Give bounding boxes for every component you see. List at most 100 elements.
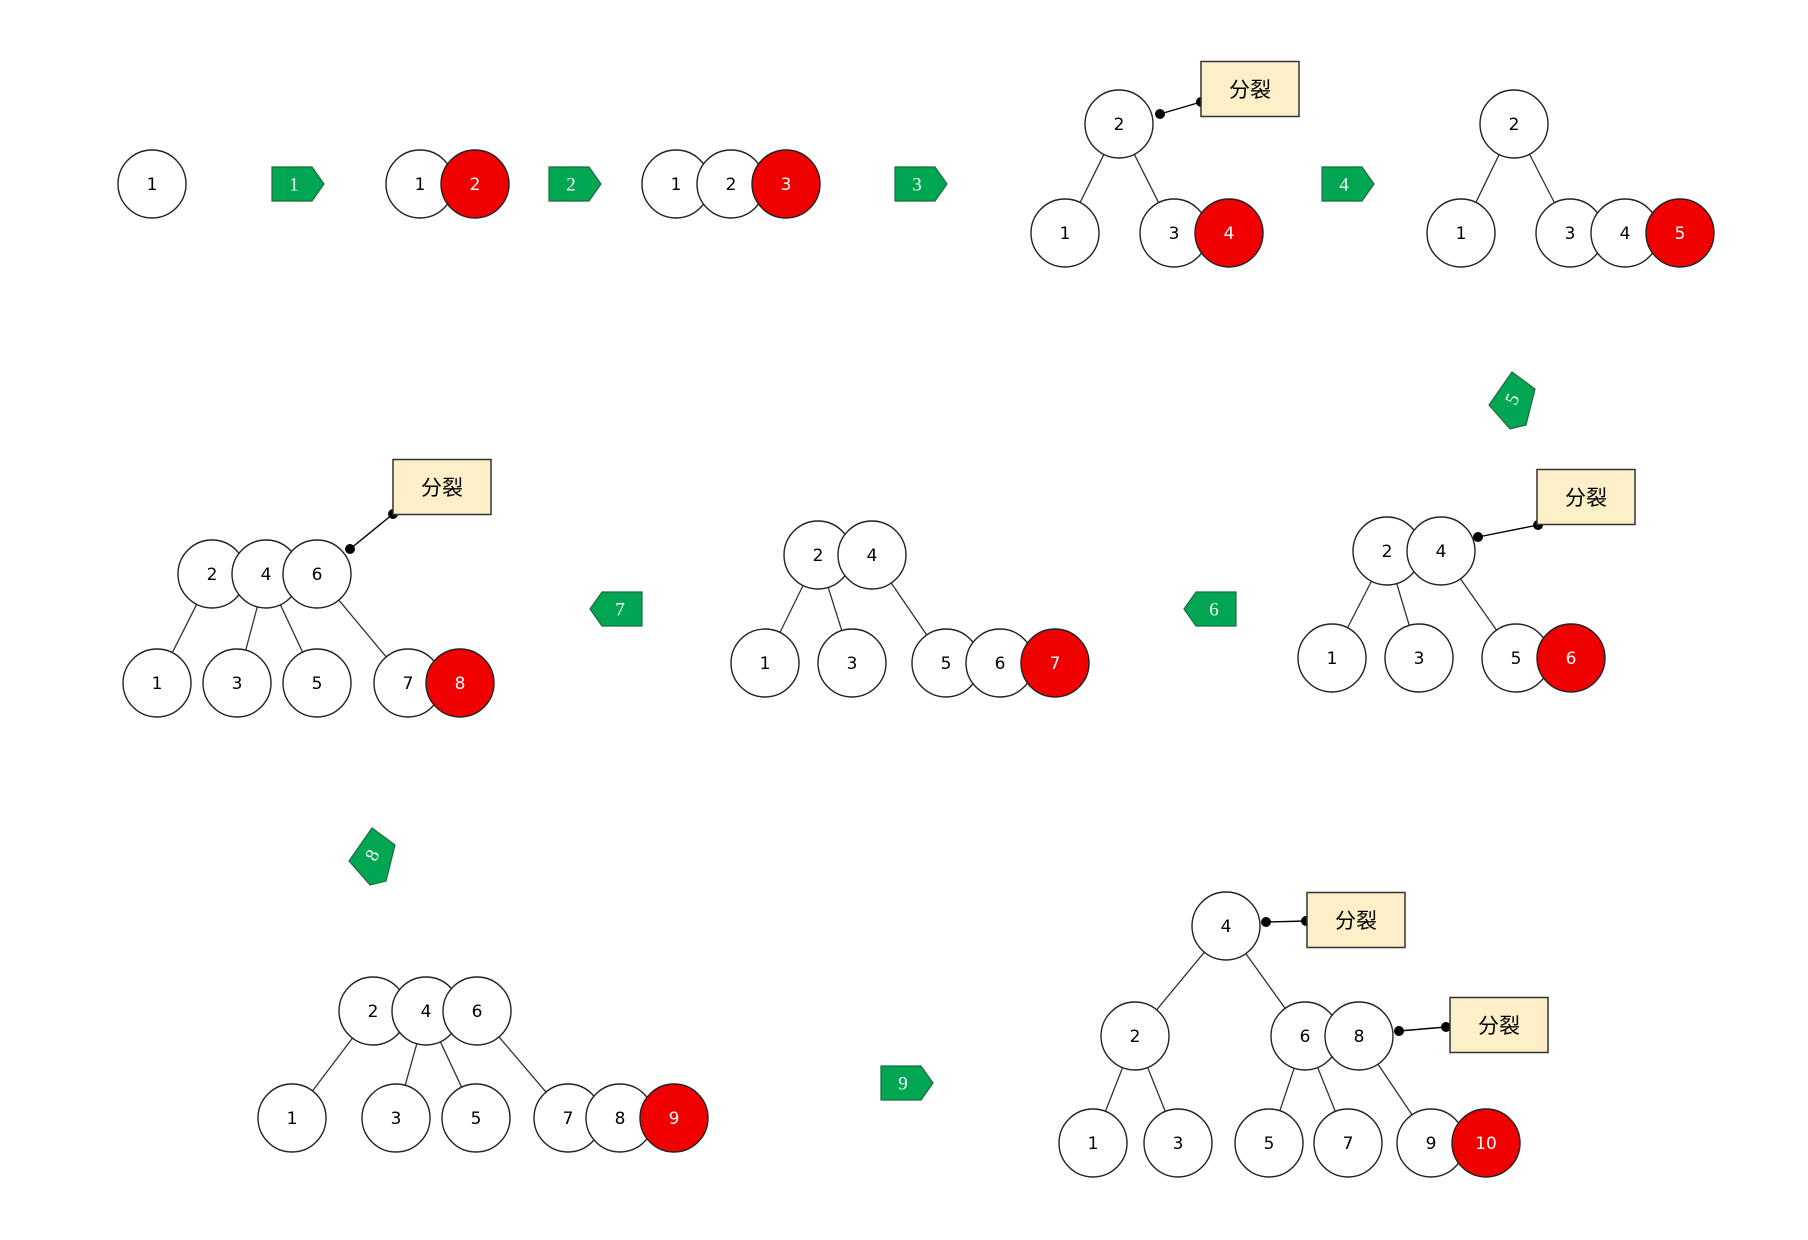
node-circle (117, 149, 187, 219)
node-circle (441, 1083, 511, 1153)
node-circle (1058, 1108, 1128, 1178)
split-callout-box (1449, 996, 1549, 1054)
node-key: 7 (1050, 654, 1061, 674)
tree-edge (1396, 583, 1410, 626)
node-circle (1100, 1001, 1170, 1071)
key-node: 1 (1058, 1108, 1128, 1178)
node-circle (1479, 89, 1549, 159)
node-circle (361, 1083, 431, 1153)
key-node: 7 (1313, 1108, 1383, 1178)
node-circle (1297, 623, 1367, 693)
key-node: 3 (817, 628, 887, 698)
step-arrow-6: 6 (1183, 591, 1237, 627)
split-callout-box (1536, 468, 1636, 526)
node-key: 9 (669, 1109, 680, 1129)
key-node: 6 (442, 976, 512, 1046)
node-key: 4 (1224, 224, 1235, 244)
connector-dot (1441, 1022, 1451, 1032)
step-number: 2 (566, 175, 576, 196)
node-circle (1143, 1108, 1213, 1178)
node-circle (442, 976, 512, 1046)
tree-edge (498, 1036, 547, 1093)
inserted-key-node: 4 (1194, 198, 1264, 268)
step-arrow-shape (1488, 371, 1536, 430)
node-key: 5 (1264, 1134, 1275, 1154)
node-key: 10 (1475, 1134, 1497, 1154)
node-key: 3 (232, 674, 243, 694)
split-callout-label: 分裂 (1229, 78, 1271, 102)
connector-dot (1473, 532, 1483, 542)
tree-edge (312, 1037, 353, 1092)
key-node: 1 (1426, 198, 1496, 268)
connector-dot (1261, 917, 1271, 927)
step-arrow-1: 1 (271, 166, 325, 202)
step-arrow-shape (880, 1065, 934, 1101)
tree-edge (338, 599, 387, 658)
node-key: 2 (1509, 115, 1520, 135)
tree-edge (1459, 578, 1498, 631)
node-key: 2 (207, 565, 218, 585)
key-node: 8 (1324, 1001, 1394, 1071)
split-connector-line (1398, 1026, 1447, 1032)
node-circle (440, 149, 510, 219)
node-key: 1 (1088, 1134, 1099, 1154)
node-circle (282, 539, 352, 609)
step-arrow-shape (348, 827, 396, 886)
node-key: 5 (312, 674, 323, 694)
node-circle (122, 648, 192, 718)
node-circle (1426, 198, 1496, 268)
node-circle (1313, 1108, 1383, 1178)
key-node: 5 (282, 648, 352, 718)
node-circle (425, 648, 495, 718)
node-circle (1451, 1108, 1521, 1178)
node-key: 9 (1426, 1134, 1437, 1154)
tree-edges (171, 153, 1556, 1116)
stage-1-tree: 1 (117, 149, 187, 219)
node-key: 1 (1456, 224, 1467, 244)
node-circle (202, 648, 272, 718)
connector-dot (345, 544, 355, 554)
node-circle (1020, 628, 1090, 698)
node-circle (1536, 623, 1606, 693)
inserted-key-node: 8 (425, 648, 495, 718)
step-arrow-shape (1321, 166, 1375, 202)
split-callout: 分裂 (1200, 60, 1300, 118)
tree-edge (1377, 1063, 1413, 1116)
step-number: 3 (912, 175, 922, 196)
node-key: 6 (312, 565, 323, 585)
tree-edge (779, 585, 804, 633)
node-key: 2 (470, 175, 481, 195)
node-circle (1234, 1108, 1304, 1178)
node-key: 8 (615, 1109, 626, 1129)
node-key: 1 (1060, 224, 1071, 244)
node-key: 2 (1130, 1027, 1141, 1047)
split-callout: 分裂 (1536, 468, 1636, 526)
node-circle (1084, 89, 1154, 159)
step-arrow-3: 3 (894, 166, 948, 202)
inserted-key-node: 2 (440, 149, 510, 219)
key-node: 1 (122, 648, 192, 718)
node-circle (1406, 516, 1476, 586)
key-node: 1 (117, 149, 187, 219)
node-key: 2 (726, 175, 737, 195)
node-circle (1645, 198, 1715, 268)
inserted-key-node: 5 (1645, 198, 1715, 268)
node-key: 4 (1221, 917, 1232, 937)
inserted-key-node: 6 (1536, 623, 1606, 693)
split-callout-label: 分裂 (421, 476, 463, 500)
split-callout: 分裂 (1449, 996, 1549, 1054)
node-key: 1 (287, 1109, 298, 1129)
node-circle (751, 149, 821, 219)
tree-edge (439, 1041, 463, 1088)
split-callout-box (392, 458, 492, 516)
node-key: 1 (671, 175, 682, 195)
node-circle (817, 628, 887, 698)
